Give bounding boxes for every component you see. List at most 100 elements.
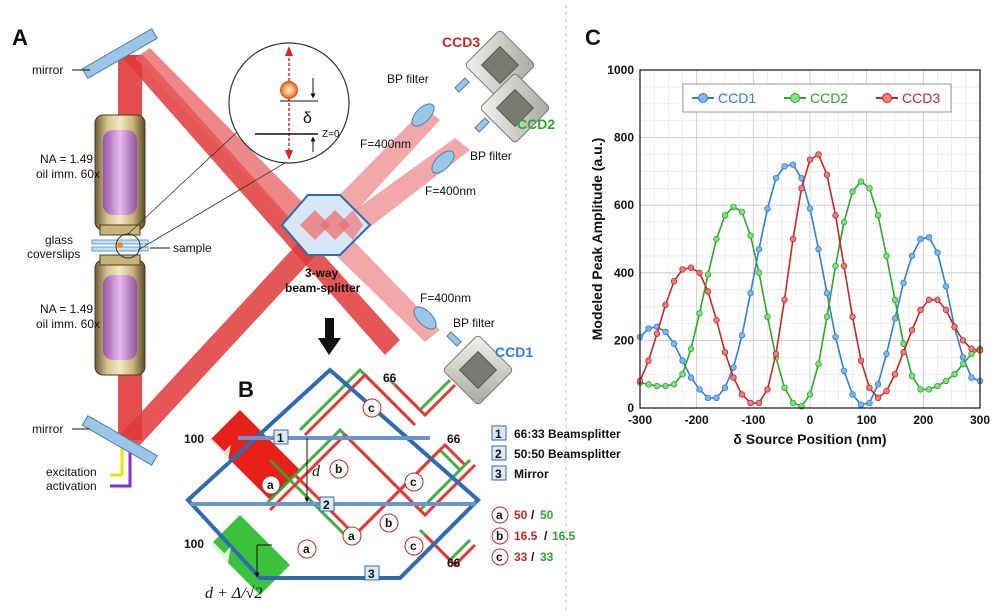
svg-text:2: 2 (323, 498, 330, 512)
data-point-ccd2 (730, 203, 737, 211)
svg-text:50: 50 (514, 508, 528, 522)
data-point-ccd1 (781, 163, 788, 170)
data-point-ccd2 (917, 386, 924, 393)
lens-ccd1 (413, 306, 437, 330)
svg-text:b: b (385, 516, 392, 530)
ccd1-label: CCD1 (495, 344, 533, 360)
data-point-ccd3 (857, 357, 865, 364)
data-point-ccd3 (764, 386, 771, 393)
data-point-ccd2 (908, 372, 916, 380)
svg-text:16.5: 16.5 (552, 529, 576, 543)
data-point-ccd1 (806, 205, 814, 212)
svg-text:c: c (496, 550, 503, 564)
splitter-label-1: 3-way (305, 266, 339, 280)
data-point-ccd3 (670, 278, 678, 285)
data-point-ccd2 (942, 377, 950, 385)
ccd3-camera (465, 30, 535, 100)
output-mid-label: 66 (447, 432, 461, 446)
panel-a-letter: A (12, 25, 28, 50)
objective-bottom (94, 254, 146, 376)
data-point-ccd3 (781, 296, 788, 304)
beam-top-horizontal (120, 55, 400, 355)
legend-label-ccd3: CCD3 (902, 90, 940, 106)
circle-a-2: a (297, 539, 317, 559)
data-point-ccd1 (738, 332, 746, 339)
beam-to-ccd1 (325, 232, 440, 342)
data-point-ccd2 (789, 399, 797, 407)
data-point-ccd3 (832, 212, 839, 219)
svg-text:c: c (368, 401, 375, 415)
data-point-ccd2 (653, 382, 661, 390)
optical-setup: δ Z=0 mirror (27, 28, 555, 493)
data-point-ccd1 (959, 354, 967, 361)
data-point-ccd2 (891, 296, 899, 304)
data-point-ccd3 (662, 301, 669, 309)
data-point-ccd2 (925, 386, 933, 393)
data-point-ccd2 (645, 381, 652, 388)
lens-ccd2-label: F=400nm (425, 184, 476, 198)
data-point-ccd1 (866, 399, 873, 407)
input-red-label: 100 (184, 432, 204, 446)
svg-text:c: c (410, 475, 417, 489)
data-point-ccd3 (942, 306, 950, 314)
panel-c-letter: C (585, 25, 601, 50)
y-tick-label: 800 (614, 131, 634, 145)
circle-c-1: c (362, 398, 382, 418)
y-tick-label: 600 (614, 198, 634, 212)
data-point-ccd2 (951, 371, 958, 378)
legend-marker-ccd2 (790, 93, 800, 103)
data-point-ccd1 (823, 289, 831, 297)
mirror-top (81, 28, 158, 80)
data-point-ccd3 (883, 387, 890, 395)
svg-text:b: b (335, 462, 342, 476)
data-point-ccd2 (781, 384, 788, 391)
svg-text:3: 3 (368, 567, 375, 581)
data-point-ccd2 (704, 271, 712, 278)
data-point-ccd1 (874, 381, 882, 388)
lens-ccd2 (431, 150, 455, 174)
data-point-ccd3 (866, 384, 873, 391)
data-point-ccd1 (968, 374, 975, 381)
d-label: d (312, 463, 321, 480)
data-point-ccd2 (662, 382, 669, 390)
svg-text:a: a (496, 508, 503, 522)
data-point-ccd3 (747, 399, 754, 407)
circle-b-2: b (379, 513, 399, 533)
chart-series (636, 151, 984, 410)
data-point-ccd3 (900, 349, 907, 356)
x-tick-label: -300 (628, 413, 652, 427)
svg-text:b: b (496, 529, 503, 543)
data-point-ccd3 (815, 151, 822, 158)
data-point-ccd2 (874, 212, 882, 219)
data-point-ccd2 (670, 381, 678, 388)
svg-text:3: 3 (495, 467, 502, 481)
data-point-ccd3 (730, 374, 737, 381)
glass-label: glass (45, 233, 73, 247)
y-tick-label: 200 (614, 333, 634, 347)
data-point-ccd3 (738, 391, 746, 398)
ccd2-label: CCD2 (517, 116, 555, 132)
delta-symbol: δ (303, 110, 312, 127)
splitter-outline (185, 367, 481, 580)
arrow-down (318, 338, 341, 355)
bp-filter-ccd2-label: BP filter (470, 149, 512, 163)
mirror-bottom-label: mirror (32, 422, 63, 436)
data-point-ccd3 (704, 288, 712, 295)
data-point-ccd2 (815, 360, 822, 368)
beam-diag-bottom (120, 230, 330, 445)
circle-c-2: c (404, 472, 424, 492)
data-point-ccd1 (789, 161, 797, 168)
svg-text:66:33 Beamsplitter: 66:33 Beamsplitter (514, 427, 621, 441)
data-point-ccd1 (917, 235, 924, 243)
svg-text:/: / (531, 508, 535, 522)
data-point-ccd1 (925, 234, 933, 241)
data-point-ccd2 (764, 313, 771, 320)
data-point-ccd3 (925, 296, 933, 304)
y-axis-label: Modeled Peak Amplitude (a.u.) (589, 138, 605, 341)
data-point-ccd2 (713, 235, 720, 243)
svg-text:50:50 Beamsplitter: 50:50 Beamsplitter (514, 447, 621, 461)
